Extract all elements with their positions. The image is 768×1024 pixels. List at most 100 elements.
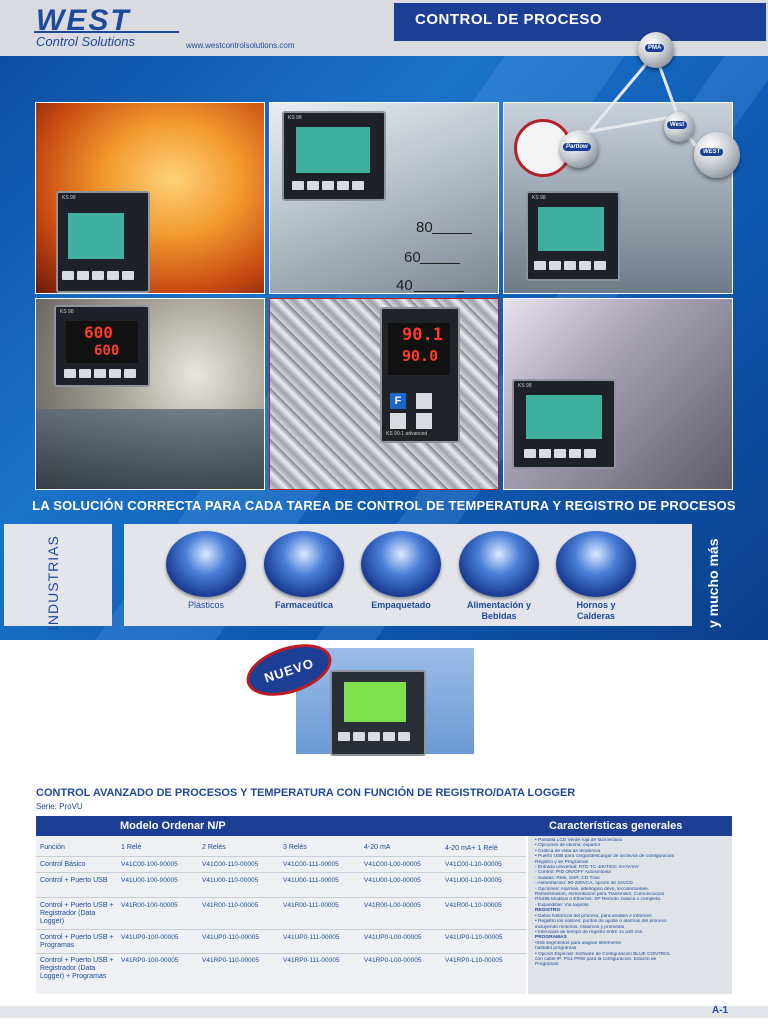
controller-keys: [338, 732, 410, 741]
key: [368, 732, 380, 741]
controller-screen: [526, 395, 602, 439]
key: [322, 181, 334, 190]
part-number: V41RP0-L00-00005: [364, 957, 422, 964]
table-header-model: Modelo Ordenar N/P: [120, 820, 226, 832]
column-header: 2 Relés: [202, 844, 226, 851]
photo-factory-pipes: KS 98: [503, 102, 733, 294]
controller-device: KS 98: [512, 379, 616, 469]
part-number: V41R00-100-00005: [121, 902, 178, 909]
column-header: 4-20 mA: [364, 844, 391, 851]
table-row-label: Control + Puerto USB + Programas: [40, 934, 114, 949]
controller-model: KS 90-1 advanced: [386, 431, 428, 437]
row-divider: [36, 856, 526, 857]
website-link[interactable]: www.westcontrolsolutions.com: [186, 41, 295, 50]
bottle-icon[interactable]: [459, 531, 539, 597]
order-table: [36, 836, 526, 994]
part-number: V41RP0-110-00005: [202, 957, 259, 964]
feature-item: • Puerto USB para cargar/descargar de ar…: [535, 854, 675, 860]
feature-item: Programas: [535, 962, 559, 968]
controller-screen: [296, 127, 370, 173]
process-value: 90.1: [402, 325, 443, 345]
key: [64, 369, 76, 378]
industry-label-alimentacion: Alimentación y Bebidas: [466, 600, 531, 621]
brand-bubble-label: West: [667, 121, 688, 129]
plastic-bottle-icon[interactable]: [166, 531, 246, 597]
flask-icon[interactable]: [264, 531, 344, 597]
column-header: Función: [40, 844, 65, 851]
process-value: 600: [84, 323, 113, 342]
disc-package-icon[interactable]: [361, 531, 441, 597]
industry-label-empaquetado: Empaquetado: [371, 600, 431, 610]
footer-bar: [0, 1006, 768, 1018]
key: [353, 732, 365, 741]
controller-model: KS 98: [518, 383, 532, 389]
feature-item: • Registro los valores: puntos de ajuste…: [535, 919, 667, 925]
part-number: V41R00-110-00005: [202, 902, 259, 909]
brand-bubble-label: Partlow: [563, 143, 591, 151]
part-number: V41U00-L00-00005: [364, 877, 421, 884]
key: [416, 413, 432, 429]
key: [307, 181, 319, 190]
feature-item: - Salidas: Relé, SSR, CD Triac: [535, 875, 601, 881]
key: [79, 369, 91, 378]
key: [292, 181, 304, 190]
photo-storage-tank: KS 98 80 60 40: [269, 102, 499, 294]
setpoint-value: 90.0: [402, 347, 439, 365]
feature-item: • Gráfica de vista de tendencia: [535, 848, 601, 854]
controller-device: KS 98: [282, 111, 386, 201]
brand-bubble-label: WEST: [700, 148, 724, 156]
key: [62, 271, 74, 280]
controller-device: KS 98 600 600: [54, 305, 150, 387]
row-divider: [36, 953, 526, 954]
feature-item: Registro y de Programas: [535, 859, 589, 865]
hero-tagline: LA SOLUCIÓN CORRECTA PARA CADA TAREA DE …: [32, 498, 736, 513]
part-number: V41C00-L10-00005: [445, 861, 502, 868]
column-header: 1 Relé: [121, 844, 142, 851]
gauge-label: 80: [416, 219, 433, 236]
feature-item: •255 segmentos para asignar libremente: [535, 940, 622, 946]
row-divider: [36, 872, 526, 873]
key: [534, 261, 546, 270]
gauge-label: 60: [404, 249, 421, 266]
controller-screen: 600 600: [66, 321, 138, 363]
table-row-label: Control Básico: [40, 861, 86, 868]
controller-model: KS 98: [60, 309, 74, 315]
part-number: V41UP0-110-00005: [202, 934, 259, 941]
features-subheading: PROGRAMAS: [535, 935, 567, 941]
features-subheading: REGISTRO: [535, 908, 561, 914]
feature-item: • Opción Especial: Software de Configura…: [535, 951, 671, 957]
industries-more: y mucho más: [705, 538, 721, 628]
part-number: V41UP0-111-00005: [283, 934, 340, 941]
page-number: A-1: [712, 1005, 729, 1016]
key: [390, 413, 406, 429]
gauge-tick: [414, 291, 464, 292]
table-header-bar: [36, 816, 732, 836]
part-number: V41UP0-L10-00005: [445, 934, 503, 941]
controller-keys: [62, 271, 134, 280]
controller-device: KS 98: [526, 191, 620, 281]
key: [564, 261, 576, 270]
part-number: V41U00-110-00005: [202, 877, 259, 884]
key: [383, 732, 395, 741]
table-row-label: Control + Puerto USB + Registrador (Data…: [40, 957, 114, 980]
controller-keys: [64, 369, 136, 378]
key: [549, 261, 561, 270]
table-row-label: Control + Puerto USB: [40, 877, 108, 884]
oven-icon[interactable]: [556, 531, 636, 597]
key: [352, 181, 364, 190]
part-number: V41UP0-100-00005: [121, 934, 179, 941]
column-header: 3 Relés: [283, 844, 307, 851]
page-title: CONTROL DE PROCESO: [415, 11, 603, 28]
feature-item: • Pantalla LCD Verde roja de fácil lectu…: [535, 838, 622, 843]
part-number: V41RP0-L10-00005: [445, 957, 503, 964]
part-number: V41U00-L10-00005: [445, 877, 502, 884]
setpoint-value: 600: [94, 343, 120, 359]
industries-heading-box: [4, 524, 112, 626]
feature-item: - Alimentación: 90-220VCA, opción de 24V…: [535, 881, 633, 887]
new-badge-label: NUEVO: [262, 654, 316, 686]
key: [584, 449, 596, 458]
controller-screen: [538, 207, 604, 251]
photo-industrial-piping: KS 98: [503, 298, 733, 490]
series-label: Serie: ProVU: [36, 802, 83, 811]
function-key: F: [390, 393, 406, 409]
